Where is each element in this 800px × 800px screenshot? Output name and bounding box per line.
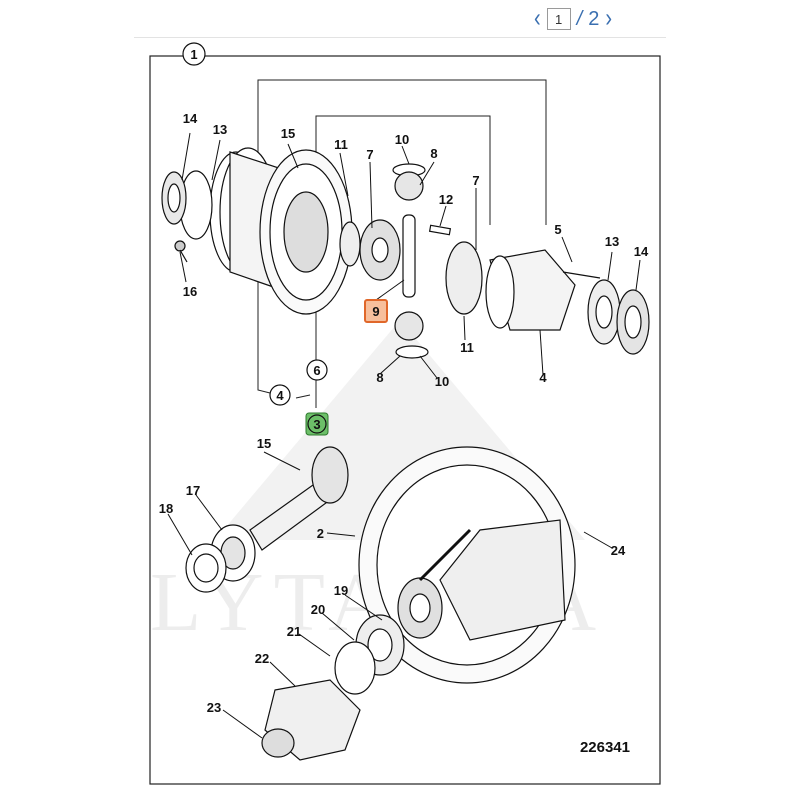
callout-20[interactable]: 20 xyxy=(311,602,325,617)
next-page-icon[interactable]: › xyxy=(605,4,613,33)
callout-14b[interactable]: 14 xyxy=(634,244,649,259)
page-pager: ‹ 1 / 2 › xyxy=(534,4,612,34)
callout-16[interactable]: 16 xyxy=(183,284,197,299)
diagram-frame xyxy=(149,55,661,785)
callout-11b[interactable]: 11 xyxy=(460,340,474,355)
callout-3-circle xyxy=(307,414,327,434)
callout-9-highlight xyxy=(364,299,388,323)
callout-22[interactable]: 22 xyxy=(255,651,269,666)
callout-23[interactable]: 23 xyxy=(207,700,221,715)
crown-wheel-assembly xyxy=(358,446,576,684)
callout-6-circle xyxy=(306,359,328,381)
callout-6[interactable]: 6 xyxy=(313,363,320,378)
callout-15b[interactable]: 15 xyxy=(257,436,271,451)
callout-5[interactable]: 5 xyxy=(554,222,561,237)
callout-15a[interactable]: 15 xyxy=(281,126,295,141)
callout-3[interactable]: 3 xyxy=(313,417,320,432)
callout-9[interactable]: 9 xyxy=(372,304,379,319)
yoke-assembly xyxy=(261,614,405,761)
current-page-input[interactable]: 1 xyxy=(546,8,571,30)
differential-housing-right xyxy=(445,241,650,355)
page-separator: / xyxy=(576,7,583,30)
callout-2[interactable]: 2 xyxy=(317,526,324,541)
callout-17[interactable]: 17 xyxy=(186,483,200,498)
diagram-number: 226341 xyxy=(580,739,630,756)
callout-1-circle xyxy=(182,42,206,66)
callout-8a[interactable]: 8 xyxy=(430,146,437,161)
callout-18[interactable]: 18 xyxy=(159,501,173,516)
callouts: 1 2 3 4 4 5 6 7 7 8 8 9 10 10 11 11 12 1… xyxy=(159,42,649,715)
callout-1[interactable]: 1 xyxy=(190,47,197,62)
callout-4a[interactable]: 4 xyxy=(276,388,284,403)
callout-13b[interactable]: 13 xyxy=(605,234,619,249)
callout-8b[interactable]: 8 xyxy=(376,370,383,385)
callout-14a[interactable]: 14 xyxy=(183,111,198,126)
pinion-shaft xyxy=(185,446,349,593)
callout-19[interactable]: 19 xyxy=(334,583,348,598)
callout-10a[interactable]: 10 xyxy=(395,132,409,147)
callout-12[interactable]: 12 xyxy=(439,192,453,207)
callout-13a[interactable]: 13 xyxy=(213,122,227,137)
callout-11a[interactable]: 11 xyxy=(334,137,348,152)
callout-3-highlight xyxy=(305,412,329,436)
leader-lines xyxy=(167,132,641,739)
differential-housing-upper xyxy=(161,147,401,315)
callout-4b[interactable]: 4 xyxy=(539,370,547,385)
total-pages: 2 xyxy=(588,7,600,30)
previous-page-icon[interactable]: ‹ xyxy=(534,4,541,33)
callout-7a[interactable]: 7 xyxy=(366,147,373,162)
callout-10b[interactable]: 10 xyxy=(435,374,449,389)
callout-7b[interactable]: 7 xyxy=(472,173,479,188)
callout-4a-circle xyxy=(269,384,291,406)
callout-21[interactable]: 21 xyxy=(287,624,301,639)
callout-24[interactable]: 24 xyxy=(611,543,626,558)
page-navigation-bar: ‹ 1 / 2 › xyxy=(134,0,666,38)
